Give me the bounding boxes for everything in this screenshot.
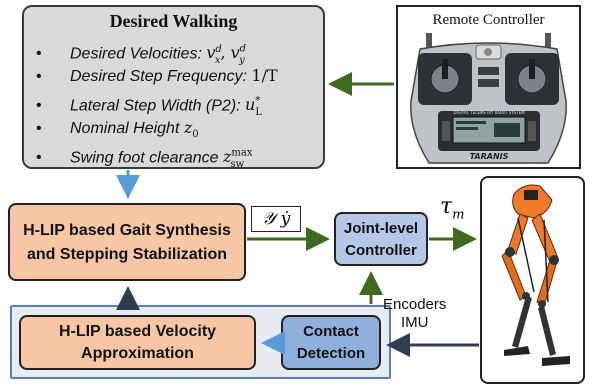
remote-controller-label: Remote Controller [432, 12, 545, 28]
remote-controller-box: Remote Controller DIGITAL TELEMETRY RADI… [396, 5, 581, 169]
velocity-approximation-line2: Approximation [81, 345, 194, 362]
joint-controller-line2: Controller [345, 242, 417, 259]
desired-walking-title: Desired Walking [109, 11, 238, 31]
velocity-approximation-line1: H-LIP based Velocity [58, 323, 217, 340]
joint-level-controller-box: Joint-level Controller [334, 212, 428, 266]
remote-controller-image: DIGITAL TELEMETRY RADIO SYSTEM TARANIS [410, 33, 567, 164]
robot-image [501, 184, 570, 366]
gait-synthesis-box: H-LIP based Gait Synthesis and Stepping … [8, 203, 246, 281]
imu-label: IMU [400, 314, 429, 331]
desired-item-nominal-height: •Nominal Height z0 [36, 118, 199, 141]
gait-synthesis-line1: H-LIP based Gait Synthesis [23, 222, 231, 239]
contact-detection-line2: Detection [296, 345, 366, 362]
velocity-approximation-box: H-LIP based Velocity Approximation [19, 315, 256, 370]
torque-label: τm [440, 194, 465, 223]
sensors-label: Encoders IMU [383, 296, 446, 332]
output-y-box: 𝒴 ẏ [251, 206, 301, 232]
encoders-label: Encoders [383, 296, 447, 313]
svg-text:TARANIS: TARANIS [470, 152, 509, 161]
desired-item-swing-clearance: •Swing foot clearance zmaxsw [36, 147, 253, 170]
joint-controller-line1: Joint-level [343, 220, 419, 237]
gait-synthesis-line2: and Stepping Stabilization [27, 246, 227, 263]
desired-walking-box: Desired Walking •Desired Velocities: vdx… [22, 5, 325, 170]
desired-item-velocities: •Desired Velocities: vdx, vdy [36, 43, 247, 66]
desired-item-step-width: •Lateral Step Width (P2): u*L [36, 95, 262, 118]
robot-image-box [480, 176, 585, 384]
desired-item-step-frequency: •Desired Step Frequency: 1/T [36, 66, 278, 85]
contact-detection-box: Contact Detection [281, 315, 381, 370]
contact-detection-line1: Contact [303, 323, 359, 340]
svg-text:DIGITAL TELEMETRY RADIO SYSTEM: DIGITAL TELEMETRY RADIO SYSTEM [453, 110, 525, 115]
desired-walking-list: •Desired Velocities: vdx, vdy •Desired S… [36, 37, 278, 170]
